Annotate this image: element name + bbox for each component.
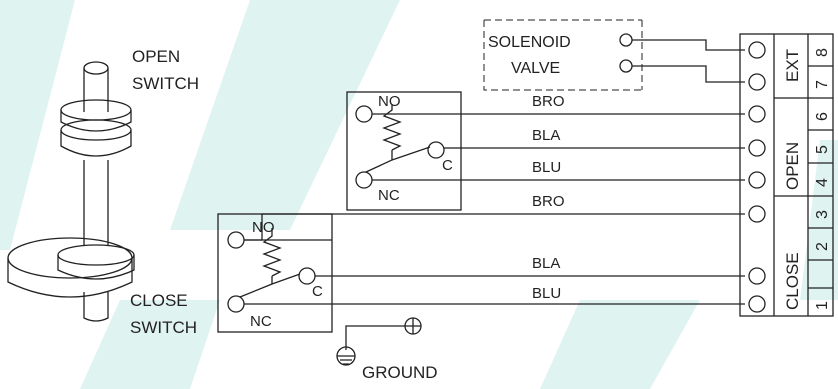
wire-close-no (244, 213, 745, 241)
terminal-number-8: 8 (814, 48, 831, 57)
terminal-number-2: 2 (814, 242, 831, 251)
terminal-group-open: OPEN (783, 142, 802, 190)
wire-label-1: BRO (532, 93, 565, 110)
close-switch-label-line1: CLOSE (130, 291, 188, 310)
solenoid-valve-box (483, 19, 643, 91)
terminal-group-close: CLOSE (783, 252, 802, 310)
wires (244, 113, 745, 305)
open-box-no-label: NO (378, 93, 401, 110)
terminal-block (739, 33, 834, 317)
solenoid-wires (632, 39, 745, 83)
close-box-no-label: NO (252, 219, 275, 236)
terminal-number-1: 1 (814, 301, 831, 310)
close-switch-label-line2: SWITCH (130, 318, 197, 337)
solenoid-label-line2: VALVE (511, 60, 560, 77)
wire-label-4: BRO (532, 193, 565, 210)
close-box-c-label: C (312, 283, 323, 300)
open-box-nc-label: NC (378, 187, 400, 204)
open-switch-box (346, 91, 462, 211)
wire-label-3: BLU (532, 159, 561, 176)
open-switch-label-line1: OPEN (132, 47, 180, 66)
ground-label: GROUND (362, 363, 438, 382)
terminal-number-5: 5 (814, 145, 831, 154)
wire-label-5: BLA (532, 255, 560, 272)
ground-symbol-icon (336, 317, 422, 366)
terminal-number-6: 6 (814, 112, 831, 121)
solenoid-label-line1: SOLENOID (488, 34, 571, 51)
close-switch-box (217, 213, 333, 333)
open-switch-label-line2: SWITCH (132, 74, 199, 93)
terminal-number-7: 7 (814, 80, 831, 89)
switch-assembly-drawing (7, 61, 135, 322)
wire-label-6: BLU (532, 285, 561, 302)
wire-label-2: BLA (532, 127, 560, 144)
terminal-group-ext: EXT (783, 49, 802, 82)
terminal-number-4: 4 (814, 178, 831, 187)
open-box-c-label: C (442, 157, 453, 174)
close-box-nc-label: NC (250, 313, 272, 330)
terminal-number-3: 3 (814, 210, 831, 219)
